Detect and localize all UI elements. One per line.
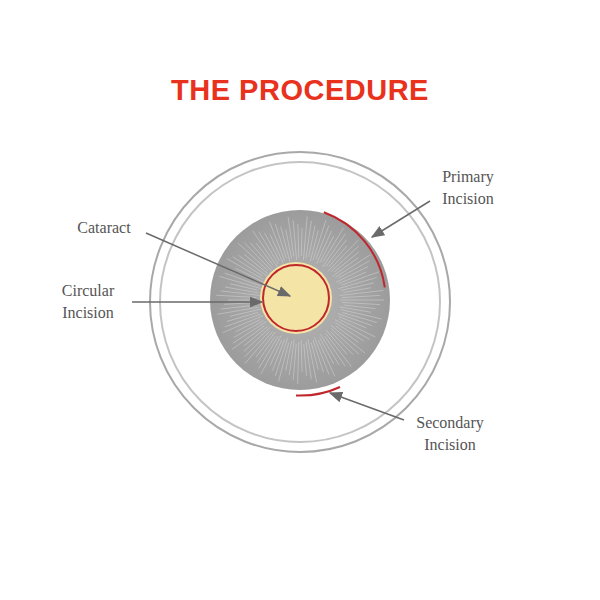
iris — [210, 210, 390, 390]
part-label: Circular Incision — [46, 280, 130, 324]
primary-incision — [324, 212, 385, 287]
lens — [260, 262, 332, 334]
leader-line — [372, 201, 430, 237]
circular-incision — [263, 265, 329, 331]
part-label: Secondary Incision — [400, 412, 500, 456]
leader-line — [132, 301, 262, 303]
title: THE PROCEDURE — [0, 74, 600, 107]
leader-line — [146, 233, 290, 296]
iris-texture — [216, 216, 384, 384]
part-label: Primary Incision — [426, 166, 510, 210]
leader-line — [330, 393, 404, 420]
part-label: Cataract — [62, 217, 146, 239]
